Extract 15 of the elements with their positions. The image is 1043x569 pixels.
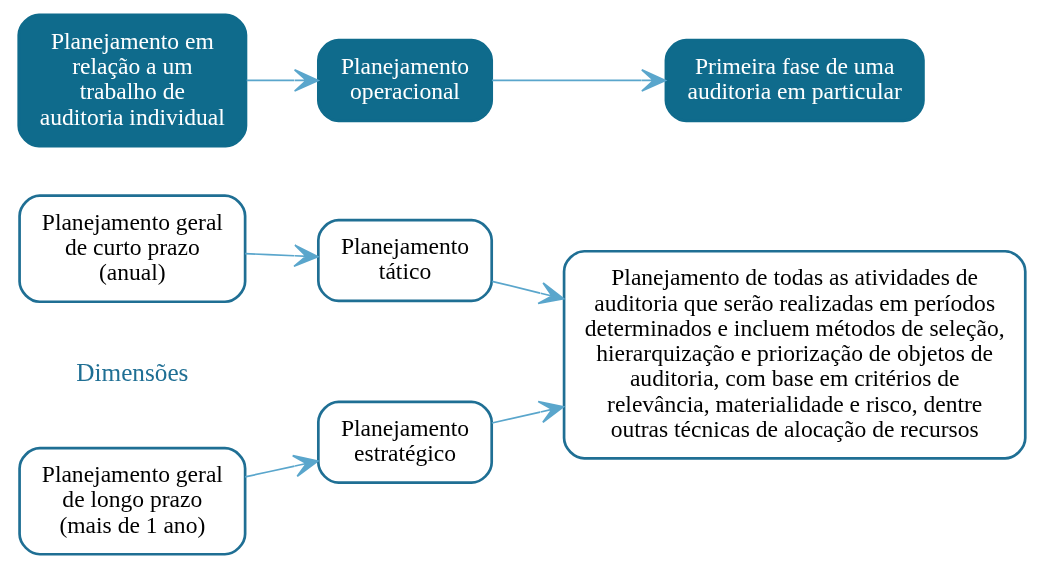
node-box: Planejamento de todas as atividades de auditoria que serão realizadas em períodos determinados e incluem métodos de seleção, hierarquização e priorização de objetos de auditoria, com base em critérios de relevância, materialidade e risco, dentre outras técnicas de alocação de recursos [562,249,1027,460]
arrow [490,400,564,424]
arrow [490,280,564,305]
node-box: Primeira fase de uma auditoria em particular [664,38,925,123]
node-box: Planejamento em relação a um trabalho de auditoria individual [16,13,247,148]
node-box: Planejamento estratégico [316,400,493,485]
arrow [243,454,319,478]
arrow [245,68,319,92]
node-box: Planejamento operacional [316,38,493,123]
node-box: Planejamento geral de longo prazo (mais de 1 ano) [17,446,246,556]
arrow [490,68,666,92]
node-box: Planejamento tático [316,218,493,303]
node-box: Planejamento geral de curto prazo (anual) [17,194,246,304]
label: Dimensões [75,358,188,386]
arrow [243,244,319,268]
